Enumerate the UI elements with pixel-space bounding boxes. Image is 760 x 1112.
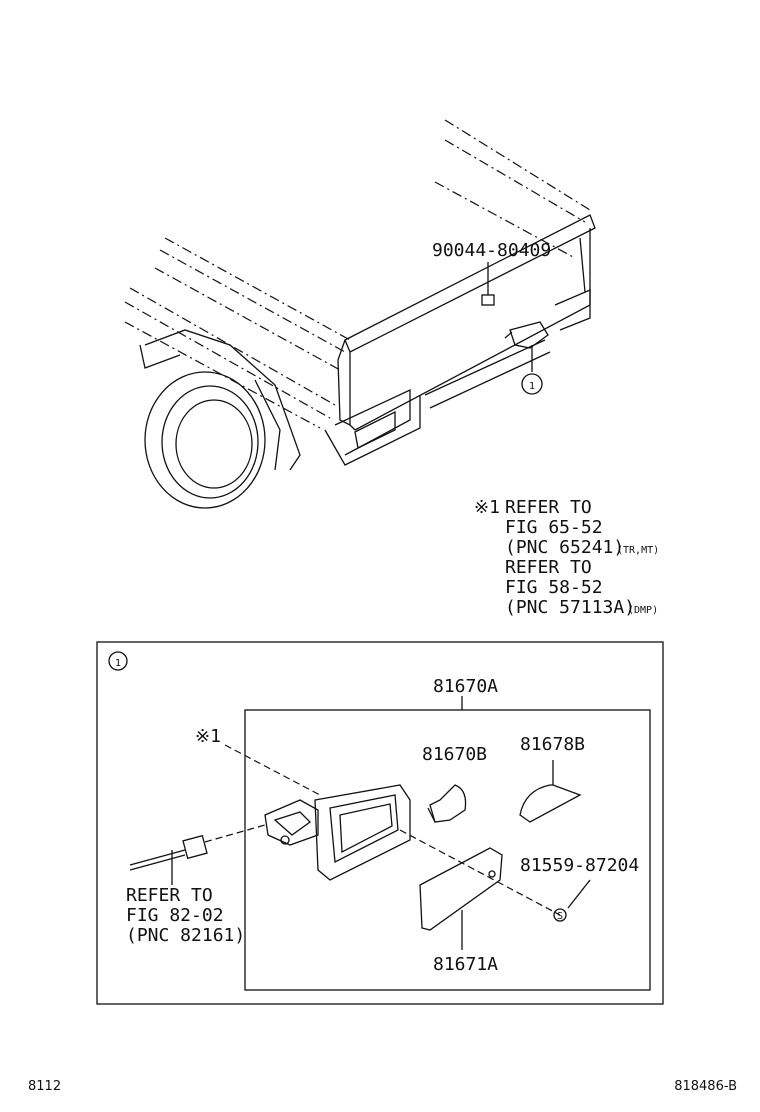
truck-rear-illustration: [124, 119, 596, 509]
note-line-3-qualifier: (TR,MT): [617, 545, 659, 556]
lens-cover-number: 81678B: [520, 734, 585, 755]
note-line-5: FIG 58-52: [505, 577, 603, 598]
callout-marker: 1: [529, 381, 535, 392]
lens-number: 81671A: [433, 954, 498, 975]
lens: [419, 847, 503, 931]
note-line-1: REFER TO: [505, 497, 592, 518]
refer-note: ※1 REFER TO FIG 65-52 (PNC 65241) (TR,MT…: [474, 497, 659, 618]
note-line-3: (PNC 65241): [505, 537, 624, 558]
note-line-6-qualifier: (DMP): [628, 605, 658, 616]
ref-line-1: REFER TO: [126, 885, 213, 906]
ref-line-2: FIG 82-02: [126, 905, 224, 926]
screw-mark: S: [557, 911, 563, 922]
screw-symbol: [553, 908, 567, 922]
ref-line-3: (PNC 82161): [126, 925, 245, 946]
detail-frame: [96, 641, 664, 1005]
callout-circle: [521, 373, 543, 395]
bulb: [427, 784, 467, 823]
note-line-2: FIG 65-52: [505, 517, 603, 538]
note-mark: ※1: [474, 497, 500, 518]
page-code: 8112: [28, 1079, 61, 1094]
note-line-4: REFER TO: [505, 557, 592, 578]
part-number-clip: 90044-80409: [432, 240, 551, 261]
screw-number: 81559-87204: [520, 855, 639, 876]
figure-code: 818486-B: [674, 1079, 737, 1094]
detail-marker-circle: [108, 651, 128, 671]
detail-marker: 1: [115, 658, 121, 669]
note-line-6: (PNC 57113A): [505, 597, 635, 618]
lamp-housing: [264, 784, 411, 881]
socket-note-mark: ※1: [195, 726, 221, 747]
bulb-number: 81670B: [422, 744, 487, 765]
lens-cover: [519, 784, 582, 823]
assembly-frame: [244, 709, 651, 991]
assembly-number: 81670A: [433, 676, 498, 697]
socket-wire: [129, 824, 266, 885]
